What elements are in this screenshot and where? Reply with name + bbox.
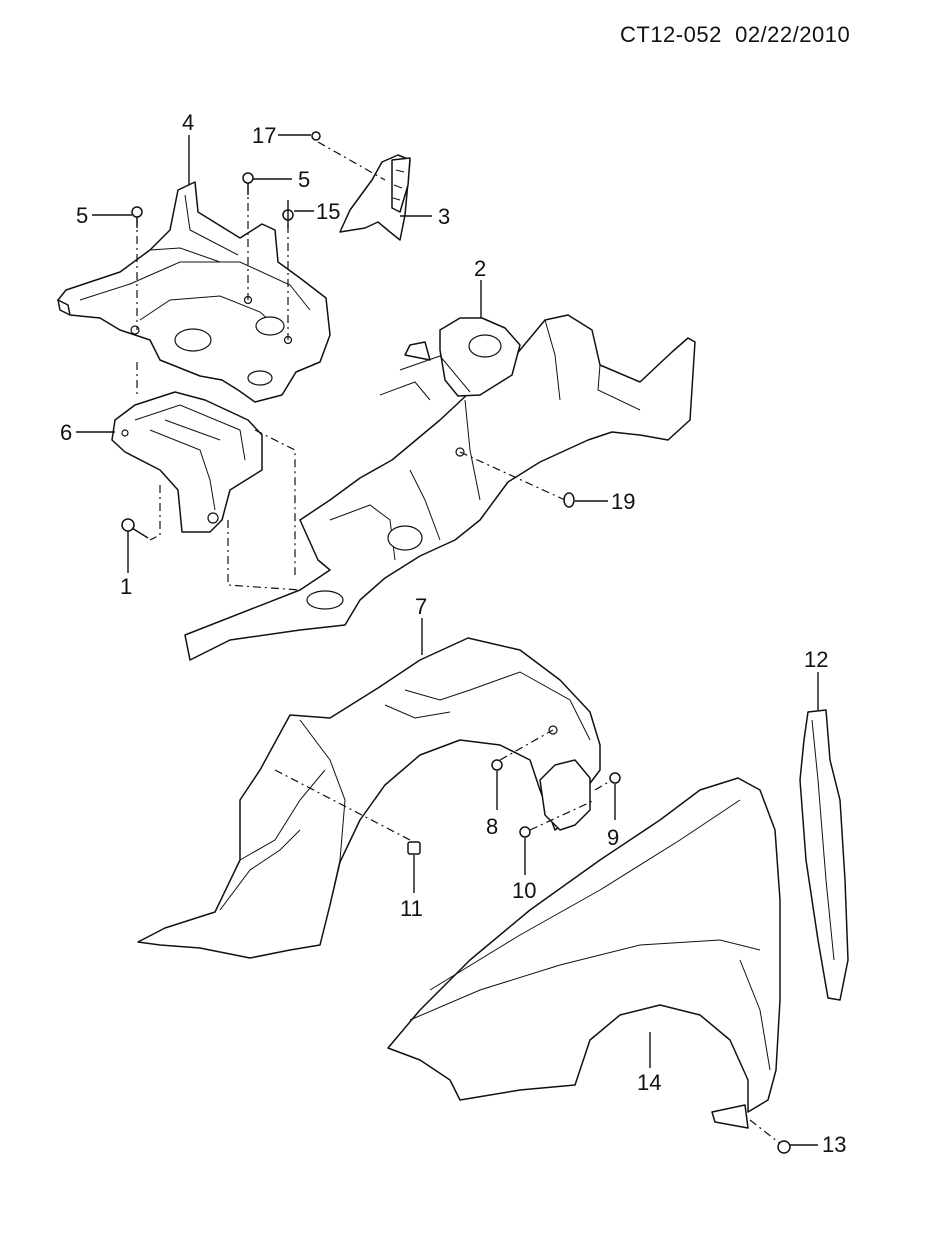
- front-fender-part: [387, 777, 781, 1129]
- callout-14: 14: [637, 1070, 661, 1095]
- clip-fastener: [563, 492, 575, 508]
- callout-11: 11: [400, 896, 423, 921]
- screw-fastener: [282, 200, 294, 228]
- clip-fastener: [491, 759, 503, 771]
- front-rail-part: [184, 314, 696, 661]
- nut-fastener: [407, 841, 421, 855]
- battery-tray-part: [57, 181, 331, 403]
- fender-seal-part: [799, 709, 849, 1001]
- callout-5b: 5: [298, 167, 310, 192]
- alignment-lines: [136, 141, 783, 1146]
- nut-fastener: [609, 772, 621, 784]
- callout-5a: 5: [76, 203, 88, 228]
- callout-3: 3: [438, 204, 450, 229]
- bolt-fastener: [131, 206, 143, 228]
- callout-17: 17: [252, 123, 276, 148]
- bolt-fastener: [121, 518, 149, 539]
- callout-19: 19: [611, 489, 635, 514]
- callout-9: 9: [607, 825, 619, 850]
- diagram-code: CT12-052: [620, 22, 722, 47]
- callout-7: 7: [415, 594, 427, 619]
- callout-1: 1: [120, 574, 132, 599]
- callout-12: 12: [804, 647, 828, 672]
- battery-bracket-part: [111, 391, 263, 533]
- callout-8: 8: [486, 814, 498, 839]
- bolt-fastener: [242, 172, 254, 195]
- wheelhouse-liner-part: [137, 637, 601, 959]
- diagram-header: CT12-052 02/22/2010: [620, 22, 850, 48]
- callout-13: 13: [822, 1132, 846, 1157]
- bracket-part: [339, 154, 411, 241]
- rivet-fastener: [311, 131, 321, 141]
- leader-lines: [76, 134, 819, 1146]
- fasteners: [121, 131, 791, 1154]
- bolt-fastener: [777, 1140, 791, 1154]
- callout-4: 4: [182, 110, 194, 135]
- callout-2: 2: [474, 256, 486, 281]
- callout-10: 10: [512, 878, 536, 903]
- screw-fastener: [519, 826, 531, 838]
- diagram-date: 02/22/2010: [735, 22, 851, 47]
- callout-6: 6: [60, 420, 72, 445]
- callouts: 1 2 3 4 5 5 6 7 8 9 10 11 12 13 14 15 17…: [60, 110, 846, 1157]
- callout-15: 15: [316, 199, 340, 224]
